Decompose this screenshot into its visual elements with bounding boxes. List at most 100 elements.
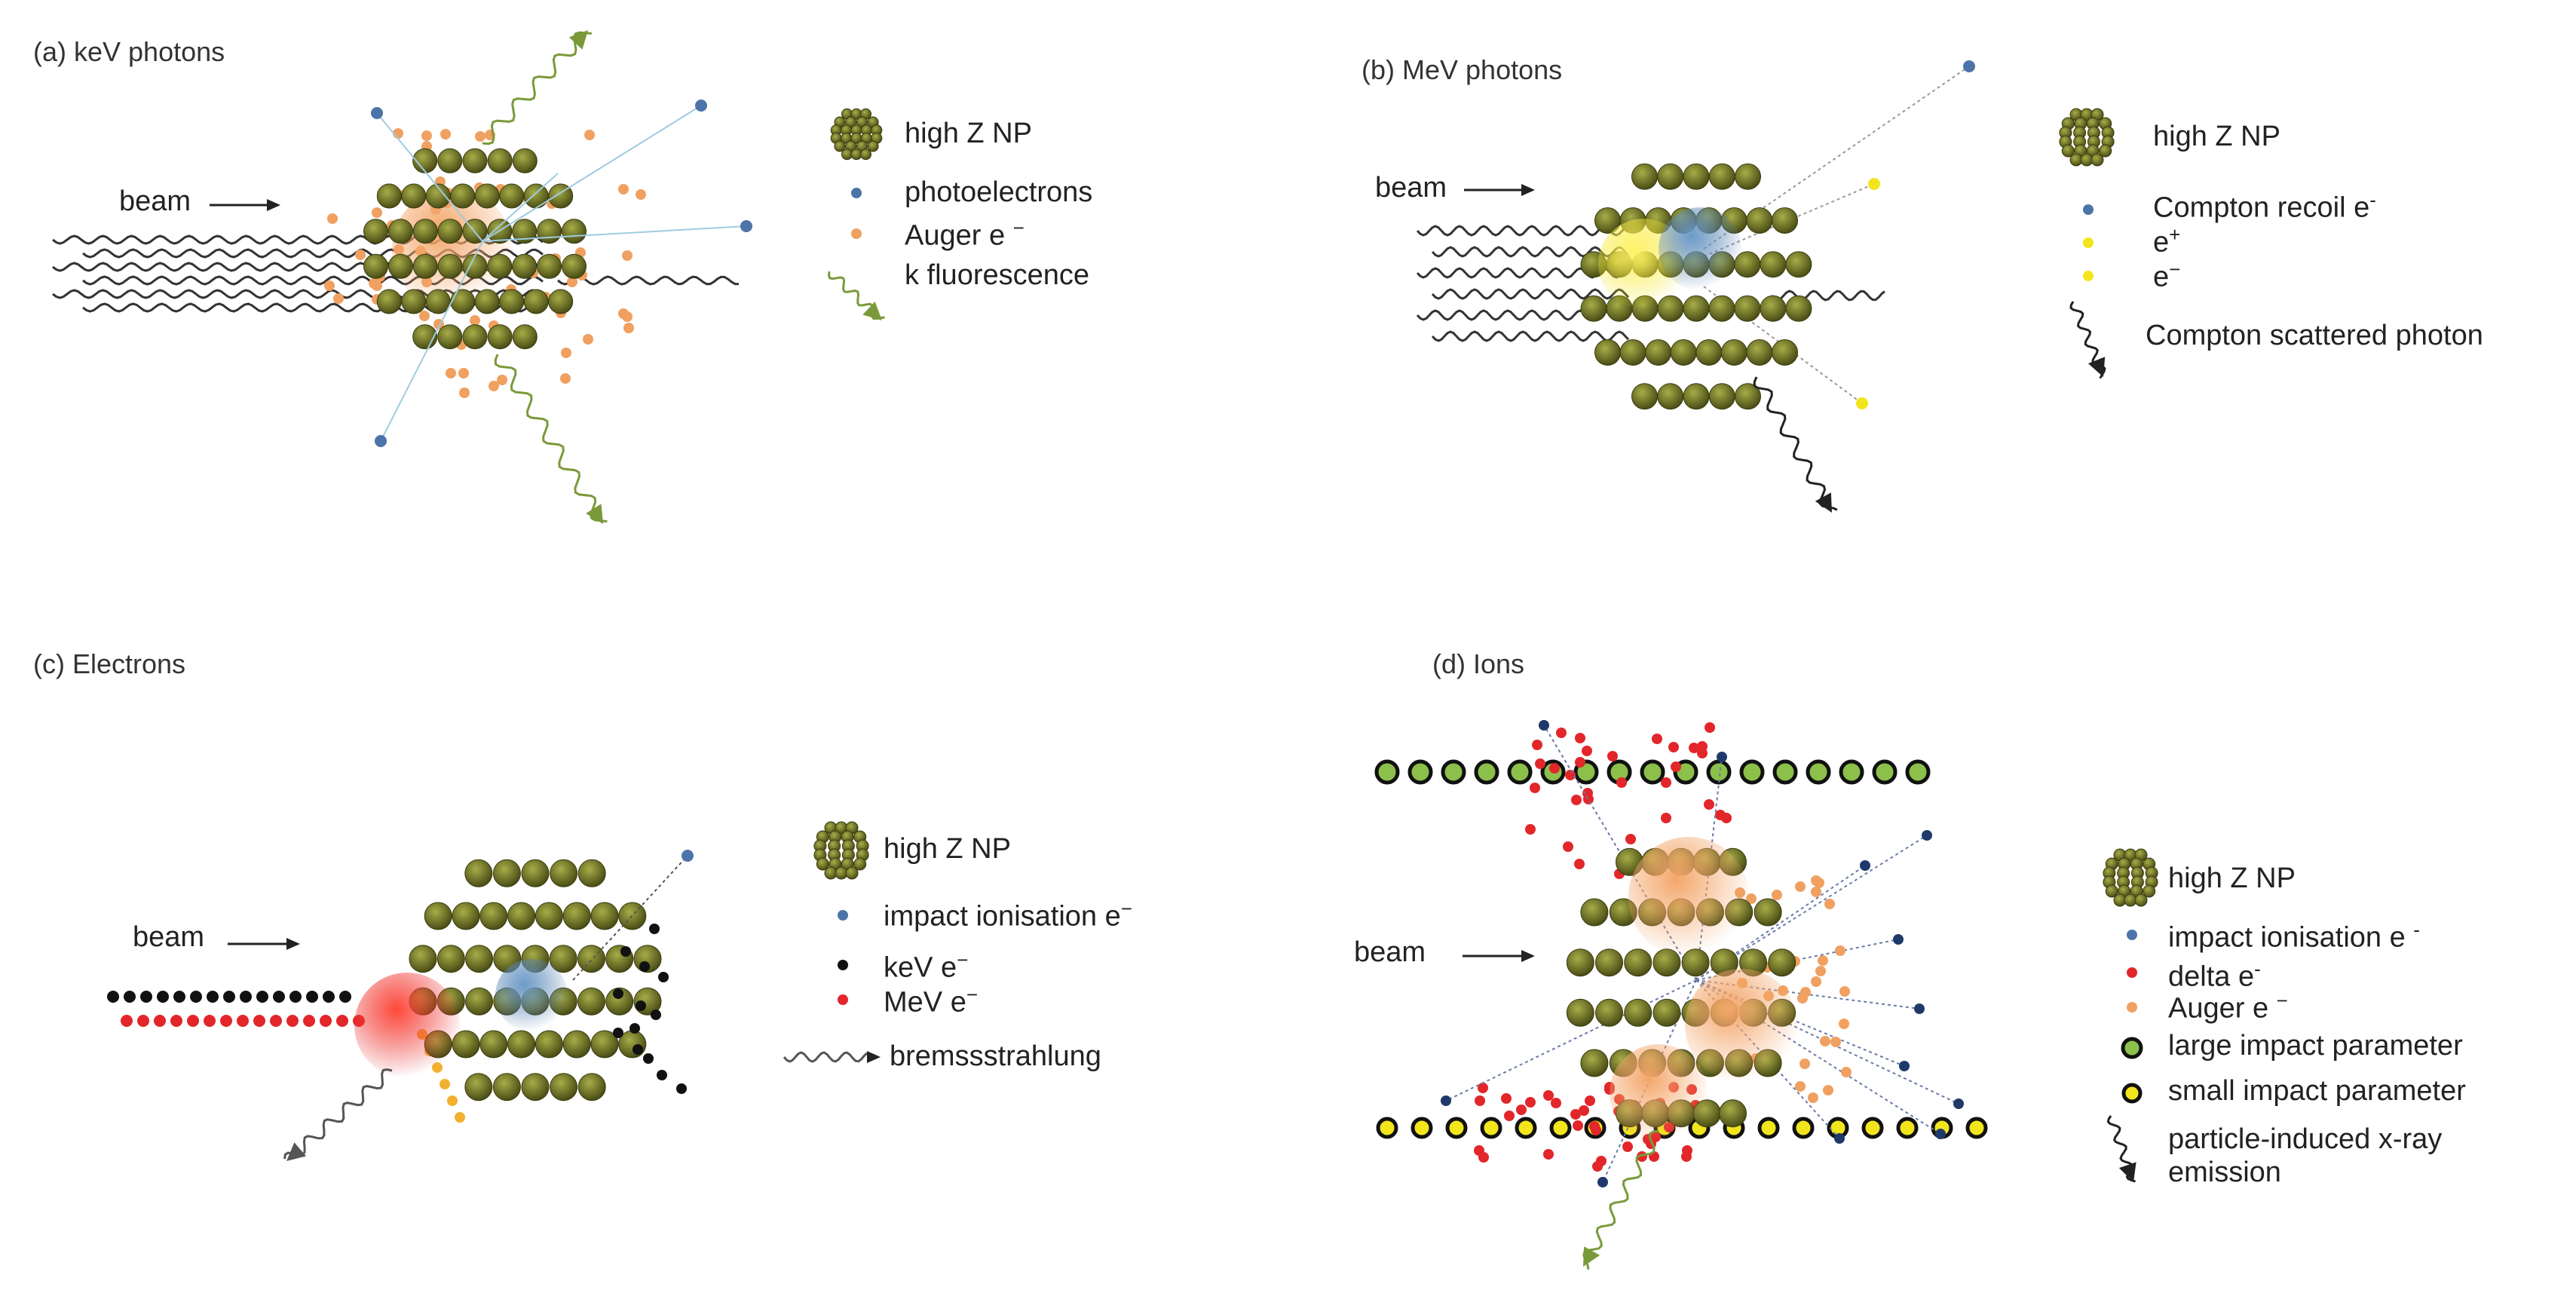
compton-scattered-photon (1753, 376, 1838, 511)
np-atom (487, 324, 513, 350)
delta-electron (1543, 1090, 1554, 1101)
large-impact-ion (1374, 759, 1400, 785)
np-atom (479, 902, 508, 930)
panel-b-beam-label: beam (1375, 172, 1447, 204)
np-atom (1754, 898, 1782, 927)
compton-recoil-electron (1963, 60, 1975, 72)
arrow-head (2118, 1162, 2136, 1182)
auger-electron (1820, 1036, 1830, 1046)
np-atom (412, 219, 438, 244)
np-atom (363, 253, 388, 279)
np-atom (512, 219, 538, 244)
kev-electron (107, 991, 119, 1003)
small-impact-ion (1445, 1117, 1468, 1139)
np-atom (577, 859, 606, 887)
auger-electron (1772, 890, 1782, 900)
kev-electron (124, 991, 136, 1003)
kev-electron (639, 961, 650, 972)
mev-legend-icon (838, 994, 848, 1005)
impact-ionisation-electron (1922, 830, 1932, 841)
auger-electron (1811, 887, 1821, 897)
np-atom (853, 857, 867, 871)
kev-electron (657, 1070, 667, 1080)
secondary-electron (440, 1079, 450, 1089)
auger-electron (1818, 955, 1828, 966)
auger-electron (333, 293, 344, 304)
np-atom (590, 902, 619, 930)
impact-ionisation-legend-icon (2127, 930, 2137, 940)
impact-ionisation-track (1695, 979, 1840, 1139)
small-impact-ion (1515, 1117, 1537, 1139)
bremsstrahlung-legend-arrow (867, 1051, 881, 1063)
delta-electron (1715, 810, 1726, 820)
compton-recoil-track (1703, 66, 1970, 250)
impact-ionisation-track (572, 855, 688, 981)
delta-electron (1689, 743, 1699, 753)
photoelectron (371, 107, 383, 119)
delta-electron (1543, 1149, 1554, 1160)
mev-electron (237, 1015, 249, 1027)
panel-a-legend-fluorescence-label: k fluorescence (905, 259, 1090, 291)
np-atom (492, 1073, 521, 1102)
auger-electron (560, 373, 571, 384)
np-atom (387, 219, 413, 244)
auger-electron (446, 368, 456, 378)
auger-electron (1839, 986, 1850, 997)
np-legend-icon (813, 821, 869, 880)
delta-electron (1574, 859, 1585, 869)
kev-electron (633, 1044, 643, 1055)
auger-legend-icon (2127, 1002, 2137, 1013)
auger-electron (440, 129, 451, 139)
np-atom (1566, 998, 1594, 1027)
panel-d-legend-delta-label: delta e- (2168, 957, 2261, 993)
np-legend-icon (830, 108, 883, 161)
auger-electron (419, 311, 430, 321)
delta-electron (1589, 1121, 1600, 1132)
np-atom (387, 253, 413, 279)
kev-electron (651, 1010, 661, 1020)
np-atom (437, 219, 463, 244)
delta-electron (1535, 758, 1545, 769)
panel-a-beam-label: beam (119, 185, 191, 217)
bremsstrahlung-photon (283, 1068, 393, 1160)
positron-legend-icon (2083, 237, 2094, 248)
delta-electron (1532, 740, 1542, 750)
np-atom (562, 1030, 591, 1059)
np-atom (487, 253, 513, 279)
panel-b-beam-wave (1431, 288, 1630, 300)
mev-electron (204, 1015, 216, 1027)
beam-arrow-head (1521, 184, 1535, 196)
np-atom (1595, 998, 1623, 1027)
panel-b-transmitted-wave (1770, 290, 1885, 302)
panel-d-legend-auger-label: Auger e − (2168, 989, 2288, 1025)
auger-electron (1839, 1019, 1849, 1029)
delta-electron (1622, 1141, 1633, 1152)
auger-legend-icon (851, 228, 862, 239)
np-atom (534, 1030, 563, 1059)
np-atom (2099, 144, 2112, 158)
panel-b-legend-np-label: high Z NP (2153, 121, 2280, 152)
panel-c-legend-np-label: high Z NP (884, 833, 1011, 865)
np-atom (412, 148, 438, 173)
np-atom (845, 866, 859, 880)
np-atom (464, 1073, 493, 1102)
delta-electron (1697, 748, 1708, 758)
np-atom (412, 253, 438, 279)
large-impact-ion (1872, 759, 1898, 785)
delta-electron (1504, 1111, 1515, 1121)
panel-d-legend-pixe-label-1: particle-induced x-ray (2168, 1123, 2443, 1155)
panel-b-compton-glow (1659, 207, 1741, 290)
auger-electron (583, 334, 593, 345)
kev-electron (207, 991, 219, 1003)
panel-b-legend-compton-recoil-label: Compton recoil e- (2153, 188, 2376, 224)
compton-recoil-legend-icon (2083, 204, 2094, 215)
auger-electron (372, 280, 382, 291)
delta-electron (1661, 777, 1671, 788)
panel-b-legend-electron-label: e− (2153, 258, 2181, 293)
panel-c-impact-glow (354, 973, 460, 1078)
kev-electron (339, 991, 351, 1003)
np-atom (834, 140, 846, 152)
delta-electron (1565, 770, 1576, 780)
electron-legend-icon (2083, 271, 2094, 281)
impact-ionisation-electron (682, 850, 694, 862)
